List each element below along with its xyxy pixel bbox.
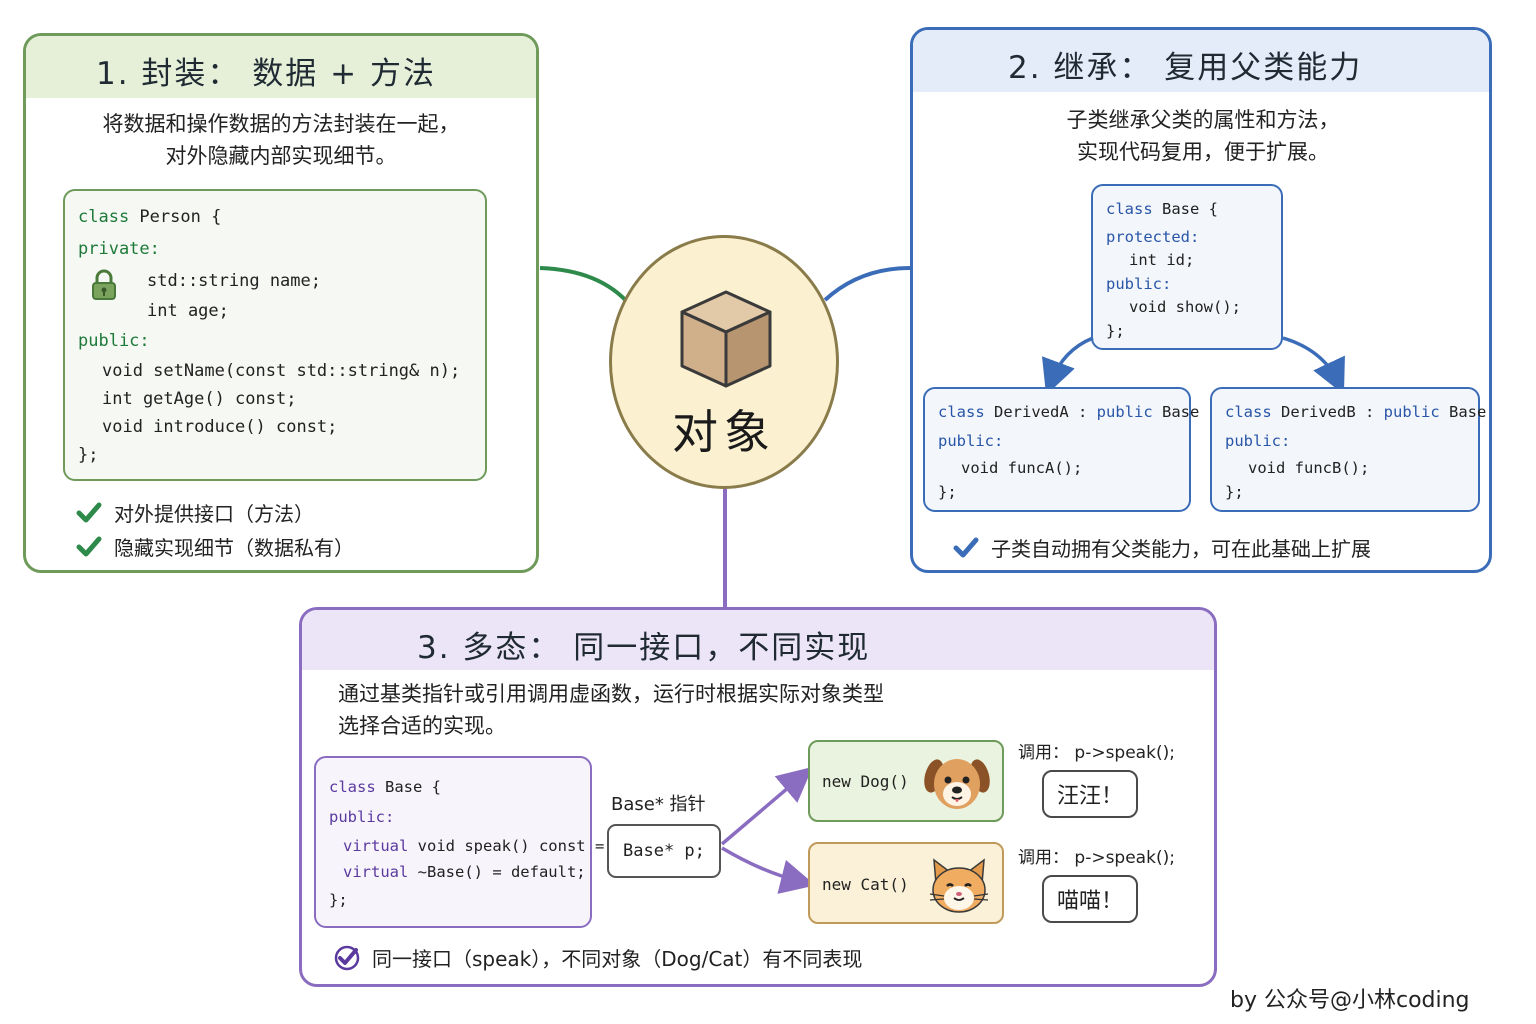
desc-line: 实现代码复用，便于扩展。 (1077, 140, 1329, 164)
code-line: protected: (1106, 228, 1200, 246)
cat-icon (929, 858, 989, 913)
code-line: }; (1225, 483, 1244, 501)
connector-inheritance (823, 266, 911, 302)
code-block-virtual-base: class Base { public: virtual void speak(… (314, 756, 632, 928)
pointer-box-text: Base* p; (623, 841, 705, 861)
check-item: 同一接口（speak），不同对象（Dog/Cat）有不同表现 (334, 943, 862, 972)
check-icon (334, 945, 360, 970)
arrow-to-derivedb (1282, 336, 1345, 395)
pointer-label: Base* 指针 (611, 794, 706, 815)
panel-description: 子类继承父类的属性和方法， 实现代码复用，便于扩展。 (993, 104, 1413, 168)
panel-title: 1. 封装： 数据 + 方法 (96, 56, 436, 92)
inheritance-arrows (1041, 336, 1345, 396)
dispatch-arrows (720, 766, 816, 894)
check-item: 对外提供接口（方法） (76, 498, 314, 527)
dog-speech-bubble: 汪汪！ (1042, 770, 1138, 818)
code-line: int getAge() const; (102, 389, 297, 409)
code-line: void funcA(); (961, 459, 1083, 477)
code-line: public: (329, 808, 395, 826)
panel-description: 将数据和操作数据的方法封装在一起， 对外隐藏内部实现细节。 (71, 108, 491, 172)
code-line: public: (1225, 432, 1291, 450)
center-label: 对象 (672, 405, 776, 459)
connector-encapsulation (539, 266, 632, 307)
code-line: public: (938, 432, 1004, 450)
lock-icon (92, 269, 116, 300)
code-line: int id; (1129, 251, 1195, 269)
arrow-to-cat (721, 846, 816, 894)
pointer-box: Base* p; (607, 824, 721, 878)
check-item: 子类自动拥有父类能力，可在此基础上扩展 (953, 533, 1371, 562)
panel-description: 通过基类指针或引用调用虚函数，运行时根据实际对象类型 选择合适的实现。 (338, 678, 884, 742)
desc-line: 通过基类指针或引用调用虚函数，运行时根据实际对象类型 (338, 682, 884, 706)
panel-polymorphism: 3. 多态： 同一接口，不同实现 通过基类指针或引用调用虚函数，运行时根据实际对… (299, 607, 1217, 987)
dog-box-text: new Dog() (822, 772, 909, 791)
code-line: std::string name; (147, 271, 321, 291)
check-text: 隐藏实现细节（数据私有） (114, 536, 354, 560)
code-line: class Base { (1106, 200, 1218, 218)
cat-box: new Cat() (808, 842, 1004, 924)
code-line: }; (329, 891, 348, 909)
panel-encapsulation: 1. 封装： 数据 + 方法 将数据和操作数据的方法封装在一起， 对外隐藏内部实… (23, 33, 539, 573)
check-text: 子类自动拥有父类能力，可在此基础上扩展 (991, 537, 1371, 561)
code-line: class Person { (78, 207, 222, 227)
code-line: class Base { (329, 778, 441, 796)
dog-box: new Dog() (808, 740, 1004, 822)
code-line: public: (78, 331, 150, 351)
check-item: 隐藏实现细节（数据私有） (76, 532, 354, 561)
code-line: class DerivedB : public Base { (1225, 403, 1489, 421)
dog-icon (924, 759, 990, 809)
code-line: int age; (147, 301, 229, 321)
check-text: 对外提供接口（方法） (114, 502, 314, 526)
panel-header (302, 610, 1214, 670)
code-block-derivedb: class DerivedB : public Base { public: v… (1210, 387, 1489, 512)
check-icon (76, 502, 102, 522)
cat-box-text: new Cat() (822, 875, 909, 894)
center-object-node: 对象 (609, 235, 839, 489)
code-line: }; (1106, 322, 1125, 340)
desc-line: 子类继承父类的属性和方法， (1066, 108, 1340, 132)
code-line: virtual void speak() const = 0; (343, 837, 633, 855)
arrow-to-dog (720, 766, 813, 846)
code-line: }; (78, 445, 99, 465)
check-text: 同一接口（speak），不同对象（Dog/Cat）有不同表现 (372, 947, 863, 971)
panel-title: 2. 继承： 复用父类能力 (1008, 50, 1363, 86)
desc-line: 选择合适的实现。 (338, 714, 506, 738)
code-block-base: class Base { protected: int id; public: … (1091, 184, 1283, 350)
cube-icon (680, 290, 772, 388)
code-block-deriveda: class DerivedA : public Base { public: v… (923, 387, 1218, 512)
code-block-person: class Person { private: std::string name… (63, 189, 487, 481)
arrow-to-deriveda (1041, 336, 1094, 396)
code-line: private: (78, 239, 160, 259)
cat-speech-bubble: 喵喵！ (1042, 875, 1138, 923)
code-line: void funcB(); (1248, 459, 1370, 477)
code-line: public: (1106, 275, 1172, 293)
panel-header (913, 30, 1489, 92)
code-line: void show(); (1129, 298, 1241, 316)
call-label-cat: 调用： p->speak(); (1018, 848, 1175, 868)
code-line: void introduce() const; (102, 417, 338, 437)
check-icon (953, 537, 979, 557)
call-label-dog: 调用： p->speak(); (1018, 743, 1175, 763)
code-line: void setName(const std::string& n); (102, 361, 461, 381)
code-line: class DerivedA : public Base { (938, 403, 1218, 421)
panel-title: 3. 多态： 同一接口，不同实现 (417, 630, 871, 666)
desc-line: 将数据和操作数据的方法封装在一起， (102, 112, 460, 136)
code-line: }; (938, 483, 957, 501)
panel-header (26, 36, 536, 98)
check-icon (76, 536, 102, 556)
panel-inheritance: 2. 继承： 复用父类能力 子类继承父类的属性和方法， 实现代码复用，便于扩展。… (910, 27, 1492, 573)
desc-line: 对外隐藏内部实现细节。 (165, 144, 397, 168)
code-line: virtual ~Base() = default; (343, 863, 586, 881)
author-credit: by 公众号@小林coding (1230, 988, 1470, 1013)
